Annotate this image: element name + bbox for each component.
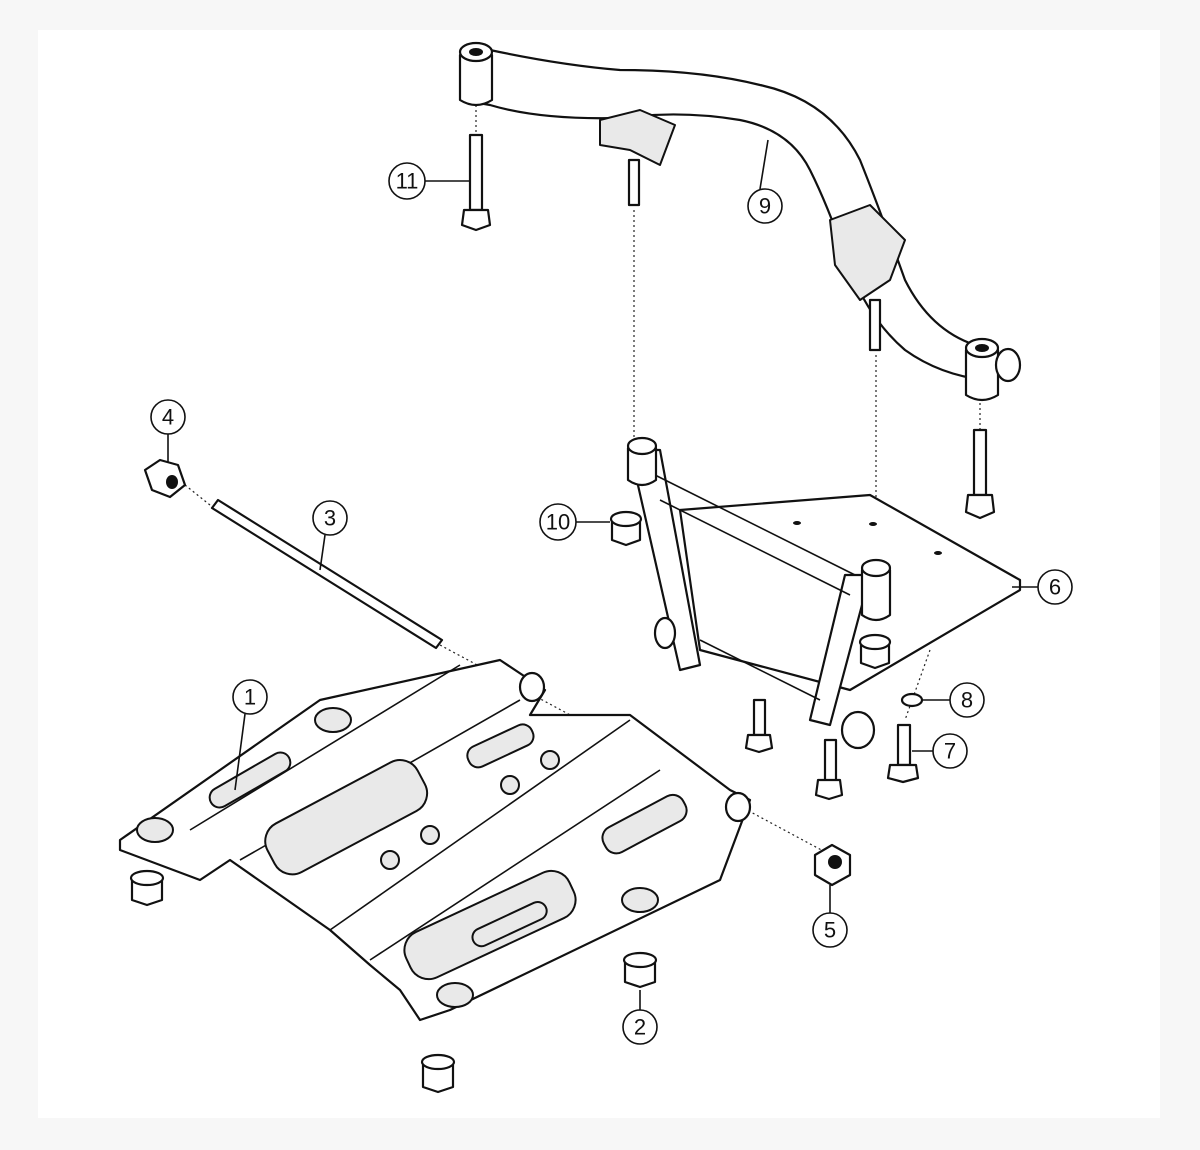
part-11-bolt bbox=[460, 133, 996, 520]
part-2-flange-nuts bbox=[129, 869, 658, 1094]
callout-3: 3 bbox=[312, 500, 348, 536]
part-8-washer bbox=[900, 692, 924, 708]
callout-2: 2 bbox=[622, 1009, 658, 1045]
callout-label: 10 bbox=[546, 510, 570, 535]
callout-1: 1 bbox=[232, 679, 268, 715]
callout-6: 6 bbox=[1037, 569, 1073, 605]
callout-7: 7 bbox=[932, 733, 968, 769]
callout-11: 11 bbox=[388, 162, 426, 200]
part-4-nut bbox=[143, 458, 187, 499]
callout-label: 7 bbox=[944, 739, 956, 764]
part-3-threaded-rod bbox=[210, 498, 444, 650]
part-9-support-arm bbox=[458, 41, 1022, 402]
callout-4: 4 bbox=[150, 399, 186, 435]
callout-label: 9 bbox=[759, 194, 771, 219]
callout-10: 10 bbox=[539, 503, 577, 541]
part-5-nut bbox=[813, 843, 852, 887]
callout-5: 5 bbox=[812, 912, 848, 948]
callout-label: 6 bbox=[1049, 575, 1061, 600]
part-6-mounting-plate bbox=[626, 436, 1022, 801]
callout-label: 4 bbox=[162, 405, 174, 430]
callout-label: 3 bbox=[324, 506, 336, 531]
callout-label: 11 bbox=[396, 169, 419, 194]
part-7-bolt bbox=[886, 723, 920, 784]
callout-label: 5 bbox=[824, 918, 836, 943]
part-10-nut bbox=[609, 510, 892, 670]
callout-8: 8 bbox=[949, 682, 985, 718]
callout-label: 8 bbox=[961, 688, 973, 713]
callout-9: 9 bbox=[747, 188, 783, 224]
part-1-skid-plate bbox=[118, 658, 752, 1022]
callout-label: 1 bbox=[244, 685, 256, 710]
callout-label: 2 bbox=[634, 1015, 646, 1040]
leader-lines bbox=[167, 139, 1038, 1010]
